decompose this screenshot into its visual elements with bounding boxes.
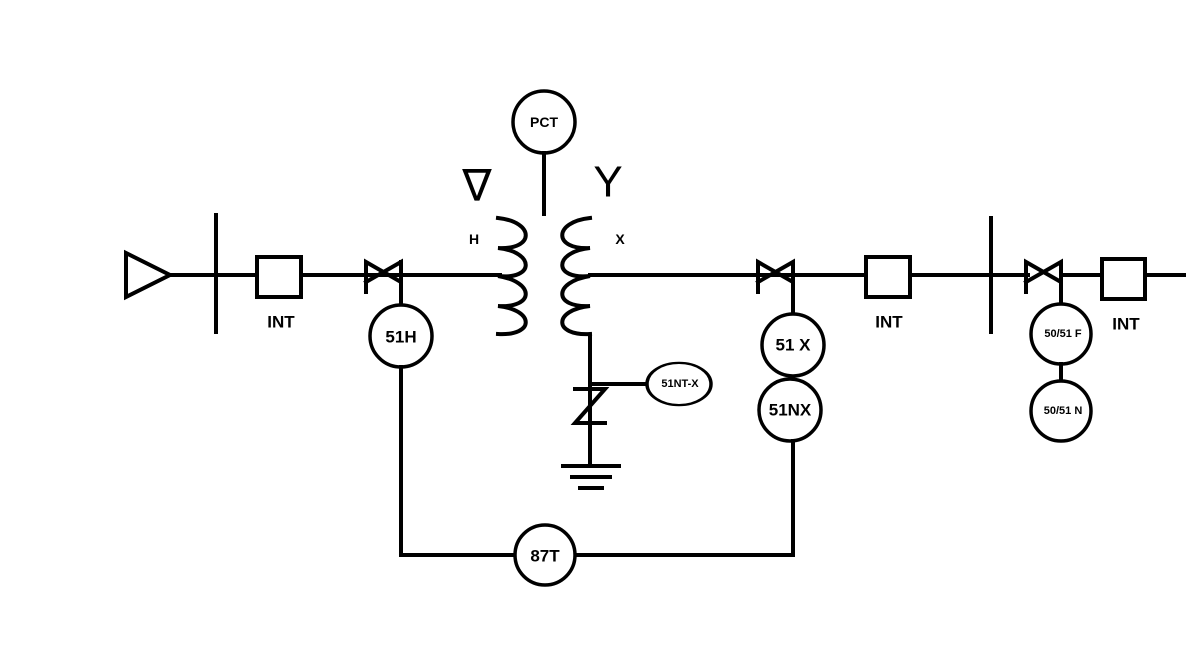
- source-triangle: [124, 249, 175, 301]
- ct-neutral: [570, 387, 610, 425]
- relay-51nx: [757, 377, 823, 443]
- breaker-int-1: [255, 255, 303, 299]
- relay-87t-label: 87T: [530, 547, 560, 566]
- wye-symbol: Y: [593, 158, 622, 207]
- ct-feeder: [1023, 258, 1063, 294]
- breaker-int-2-label: INT: [875, 313, 903, 332]
- x-winding-label: X: [615, 231, 625, 247]
- breaker-int-3-label: INT: [1112, 315, 1140, 334]
- breaker-int-1-label: INT: [267, 313, 295, 332]
- transformer-h-winding: [495, 215, 528, 337]
- diff-wire-right: [573, 439, 795, 557]
- breaker-int-3: [1100, 257, 1147, 301]
- relay-51x: [760, 312, 826, 378]
- relay-51nt-x-label: 51NT-X: [661, 378, 699, 390]
- relay-50-51n: [1029, 379, 1093, 443]
- relay-87t: [513, 523, 577, 587]
- relay-pct-label: PCT: [530, 114, 558, 130]
- relay-51nt-x: [645, 361, 713, 407]
- relay-51h-label: 51H: [385, 328, 416, 347]
- delta-symbol: ∇: [461, 162, 492, 211]
- h-winding-label: H: [469, 231, 479, 247]
- relay-51x-label: 51 X: [776, 336, 812, 355]
- breaker-int-2: [864, 255, 912, 299]
- diff-wire-left: [399, 365, 517, 557]
- transformer-x-winding: [560, 215, 593, 337]
- relay-50-51f-label: 50/51 F: [1044, 328, 1082, 340]
- relay-51nx-label: 51NX: [769, 401, 812, 420]
- relay-50-51n-label: 50/51 N: [1044, 405, 1083, 417]
